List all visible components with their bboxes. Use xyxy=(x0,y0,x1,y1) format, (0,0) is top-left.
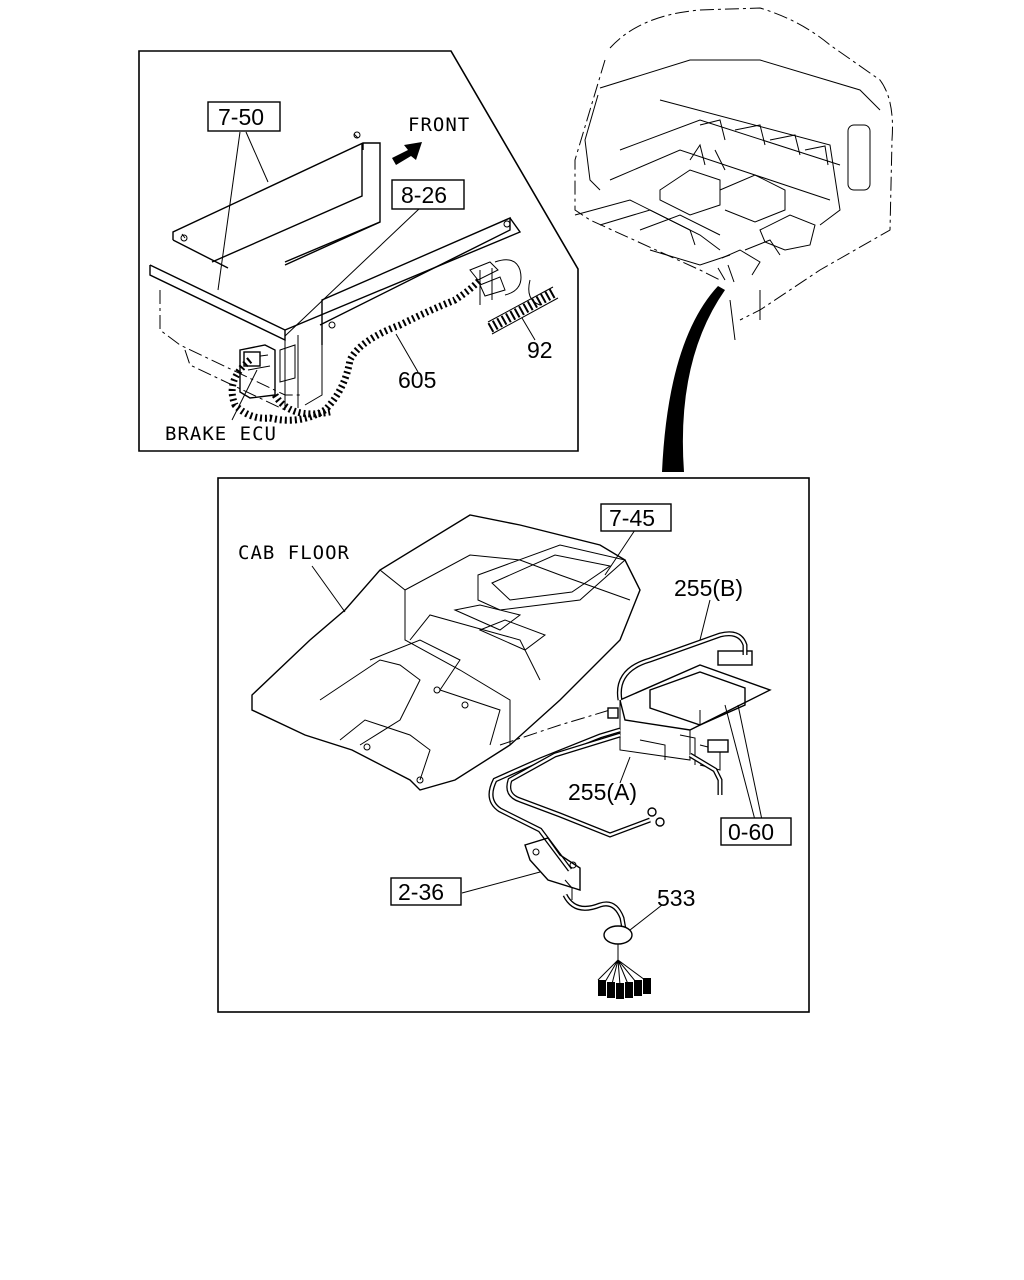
part-605-label: 605 xyxy=(398,367,436,393)
part-533-label: 533 xyxy=(657,885,695,911)
main-panel xyxy=(217,477,810,1013)
part-255a-label: 255(A) xyxy=(568,779,637,805)
ref-8-26-label: 8-26 xyxy=(401,182,447,208)
brake-ecu-label: BRAKE ECU xyxy=(165,423,277,445)
ref-7-50-box xyxy=(207,101,281,132)
ref-7-45-box xyxy=(600,503,672,532)
cab-floor-label: CAB FLOOR xyxy=(238,542,350,564)
ref-0-60-box xyxy=(720,817,792,846)
connector-terminals xyxy=(598,978,651,999)
part-255b-label: 255(B) xyxy=(674,575,743,601)
part-92-label: 92 xyxy=(527,337,553,363)
ref-7-50-label: 7-50 xyxy=(218,104,264,130)
ref-7-45-label: 7-45 xyxy=(609,505,655,531)
detail-panel xyxy=(138,50,579,452)
ref-2-36-box xyxy=(390,877,462,906)
ref-0-60-label: 0-60 xyxy=(728,819,774,845)
ref-2-36-label: 2-36 xyxy=(398,879,444,905)
front-label: FRONT xyxy=(408,114,470,136)
ref-8-26-box xyxy=(391,179,465,210)
cab-overview-drawing xyxy=(574,7,893,472)
